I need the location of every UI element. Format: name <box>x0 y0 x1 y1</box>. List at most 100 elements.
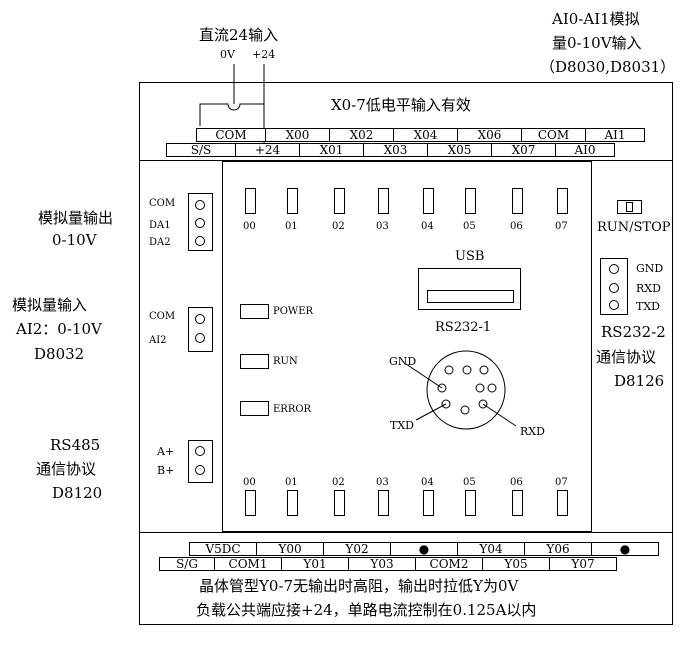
input-indicator-1 <box>287 188 298 214</box>
power-led-label: POWER <box>273 306 314 317</box>
analog-in-reg: D8032 <box>34 345 85 363</box>
rs232-1-label: RS232-1 <box>435 320 492 335</box>
output-terminal-top-3[interactable]: ● <box>390 542 458 556</box>
ai-input-label-line2: 量0-10V输入 <box>552 34 642 52</box>
input-terminal-top-0[interactable]: COM <box>196 128 266 142</box>
bottom-divider <box>139 532 673 533</box>
output-terminal-top-2[interactable]: Y02 <box>323 542 391 556</box>
output-terminal-bottom-4[interactable]: COM2 <box>415 557 483 571</box>
rs232-2-label: RS232-2 <box>601 323 666 341</box>
analog-in-title: 模拟量输入 <box>12 296 88 314</box>
note-line-2: 负载公共端应接+24，单路电流控制在0.125A以内 <box>196 601 537 619</box>
input-terminal-top-4[interactable]: X06 <box>457 128 522 142</box>
output-number-0: 00 <box>243 477 256 488</box>
pin-hole <box>195 446 205 456</box>
input-number-6: 06 <box>510 221 523 232</box>
output-terminal-top-5[interactable]: Y06 <box>524 542 592 556</box>
input-indicator-5 <box>465 188 476 214</box>
input-number-2: 02 <box>332 221 345 232</box>
output-number-4: 04 <box>421 477 434 488</box>
input-indicator-4 <box>423 188 434 214</box>
pin-hole <box>195 200 205 210</box>
power-led <box>240 304 269 319</box>
output-indicator-4 <box>423 490 434 516</box>
pin-da1: DA1 <box>149 220 171 231</box>
pin-hole <box>195 314 205 324</box>
input-terminal-top-1[interactable]: X00 <box>265 128 330 142</box>
pin-hole <box>609 300 619 310</box>
output-number-1: 01 <box>285 477 298 488</box>
run-led-label: RUN <box>273 356 298 367</box>
rs232-1-port[interactable] <box>370 340 560 440</box>
run-stop-switch-knob[interactable] <box>626 202 633 212</box>
rs232-2-pin-gnd: GND <box>636 262 664 275</box>
pin-com-ai: COM <box>149 311 176 322</box>
input-number-1: 01 <box>285 221 298 232</box>
output-terminal-bottom-2[interactable]: Y01 <box>281 557 349 571</box>
input-indicator-3 <box>378 188 389 214</box>
output-number-2: 02 <box>332 477 345 488</box>
ai-input-label-line3: （D8030,D8031） <box>540 58 676 76</box>
rs232-2-pin-txd: TXD <box>636 300 660 313</box>
output-indicator-5 <box>465 490 476 516</box>
output-indicator-0 <box>245 490 256 516</box>
input-terminal-top-6[interactable]: AI1 <box>585 128 645 142</box>
analog-in-range: AI2：0-10V <box>16 320 102 338</box>
rs232-2-pin-rxd: RXD <box>636 282 661 295</box>
output-terminal-top-1[interactable]: Y00 <box>256 542 324 556</box>
error-led <box>240 401 269 416</box>
analog-out-range: 0-10V <box>52 231 97 249</box>
run-stop-label: RUN/STOP <box>597 220 671 235</box>
input-number-5: 05 <box>463 221 476 232</box>
input-terminal-bottom-5[interactable]: X07 <box>491 143 556 157</box>
input-terminal-top-5[interactable]: COM <box>521 128 586 142</box>
pin-hole <box>609 283 619 293</box>
pin-hole <box>195 218 205 228</box>
input-terminal-bottom-4[interactable]: X05 <box>427 143 492 157</box>
usb-label: USB <box>455 249 485 264</box>
input-terminal-bottom-0[interactable]: S/S <box>166 143 236 157</box>
output-terminal-bottom-3[interactable]: Y03 <box>348 557 416 571</box>
output-indicator-1 <box>287 490 298 516</box>
output-terminal-bottom-6[interactable]: Y07 <box>549 557 617 571</box>
plus24-label: +24 <box>252 48 276 61</box>
output-number-3: 03 <box>376 477 389 488</box>
input-terminal-bottom-2[interactable]: X01 <box>299 143 364 157</box>
zero-v-label: 0V <box>220 48 235 61</box>
output-indicator-6 <box>512 490 523 516</box>
input-terminal-bottom-3[interactable]: X03 <box>363 143 428 157</box>
run-led <box>240 354 269 369</box>
rs232-1-gnd: GND <box>389 355 417 368</box>
dc24-input-label: 直流24输入 <box>199 26 279 44</box>
input-indicator-0 <box>245 188 256 214</box>
rs485-reg: D8120 <box>52 484 103 502</box>
analog-out-title: 模拟量输出 <box>38 209 114 227</box>
input-terminal-bottom-1[interactable]: +24 <box>235 143 300 157</box>
pin-b-plus: B+ <box>157 464 175 477</box>
output-terminal-bottom-5[interactable]: Y05 <box>482 557 550 571</box>
input-indicator-6 <box>512 188 523 214</box>
pin-hole <box>195 465 205 475</box>
rs232-1-rxd: RXD <box>520 425 545 438</box>
output-terminal-top-4[interactable]: Y04 <box>457 542 525 556</box>
output-terminal-bottom-0[interactable]: S/G <box>159 557 215 571</box>
usb-slot <box>427 290 514 303</box>
input-terminal-top-2[interactable]: X02 <box>329 128 394 142</box>
output-terminal-top-0[interactable]: V5DC <box>189 542 257 556</box>
output-indicator-3 <box>378 490 389 516</box>
rs485-title: RS485 <box>50 436 101 454</box>
output-terminal-top-6[interactable]: ● <box>591 542 659 556</box>
pin-com-ao: COM <box>149 198 176 209</box>
output-indicator-7 <box>557 490 568 516</box>
top-divider <box>139 160 673 161</box>
output-number-6: 06 <box>510 477 523 488</box>
usb-port[interactable] <box>418 268 521 310</box>
ai-input-label-line1: AI0-AI1模拟 <box>552 10 640 28</box>
output-number-5: 05 <box>463 477 476 488</box>
output-terminal-bottom-1[interactable]: COM1 <box>214 557 282 571</box>
rs232-2-reg: D8126 <box>614 372 665 390</box>
input-terminal-bottom-6[interactable]: AI0 <box>555 143 615 157</box>
input-terminal-top-3[interactable]: X04 <box>393 128 458 142</box>
inner-panel <box>222 161 592 532</box>
input-indicator-7 <box>557 188 568 214</box>
